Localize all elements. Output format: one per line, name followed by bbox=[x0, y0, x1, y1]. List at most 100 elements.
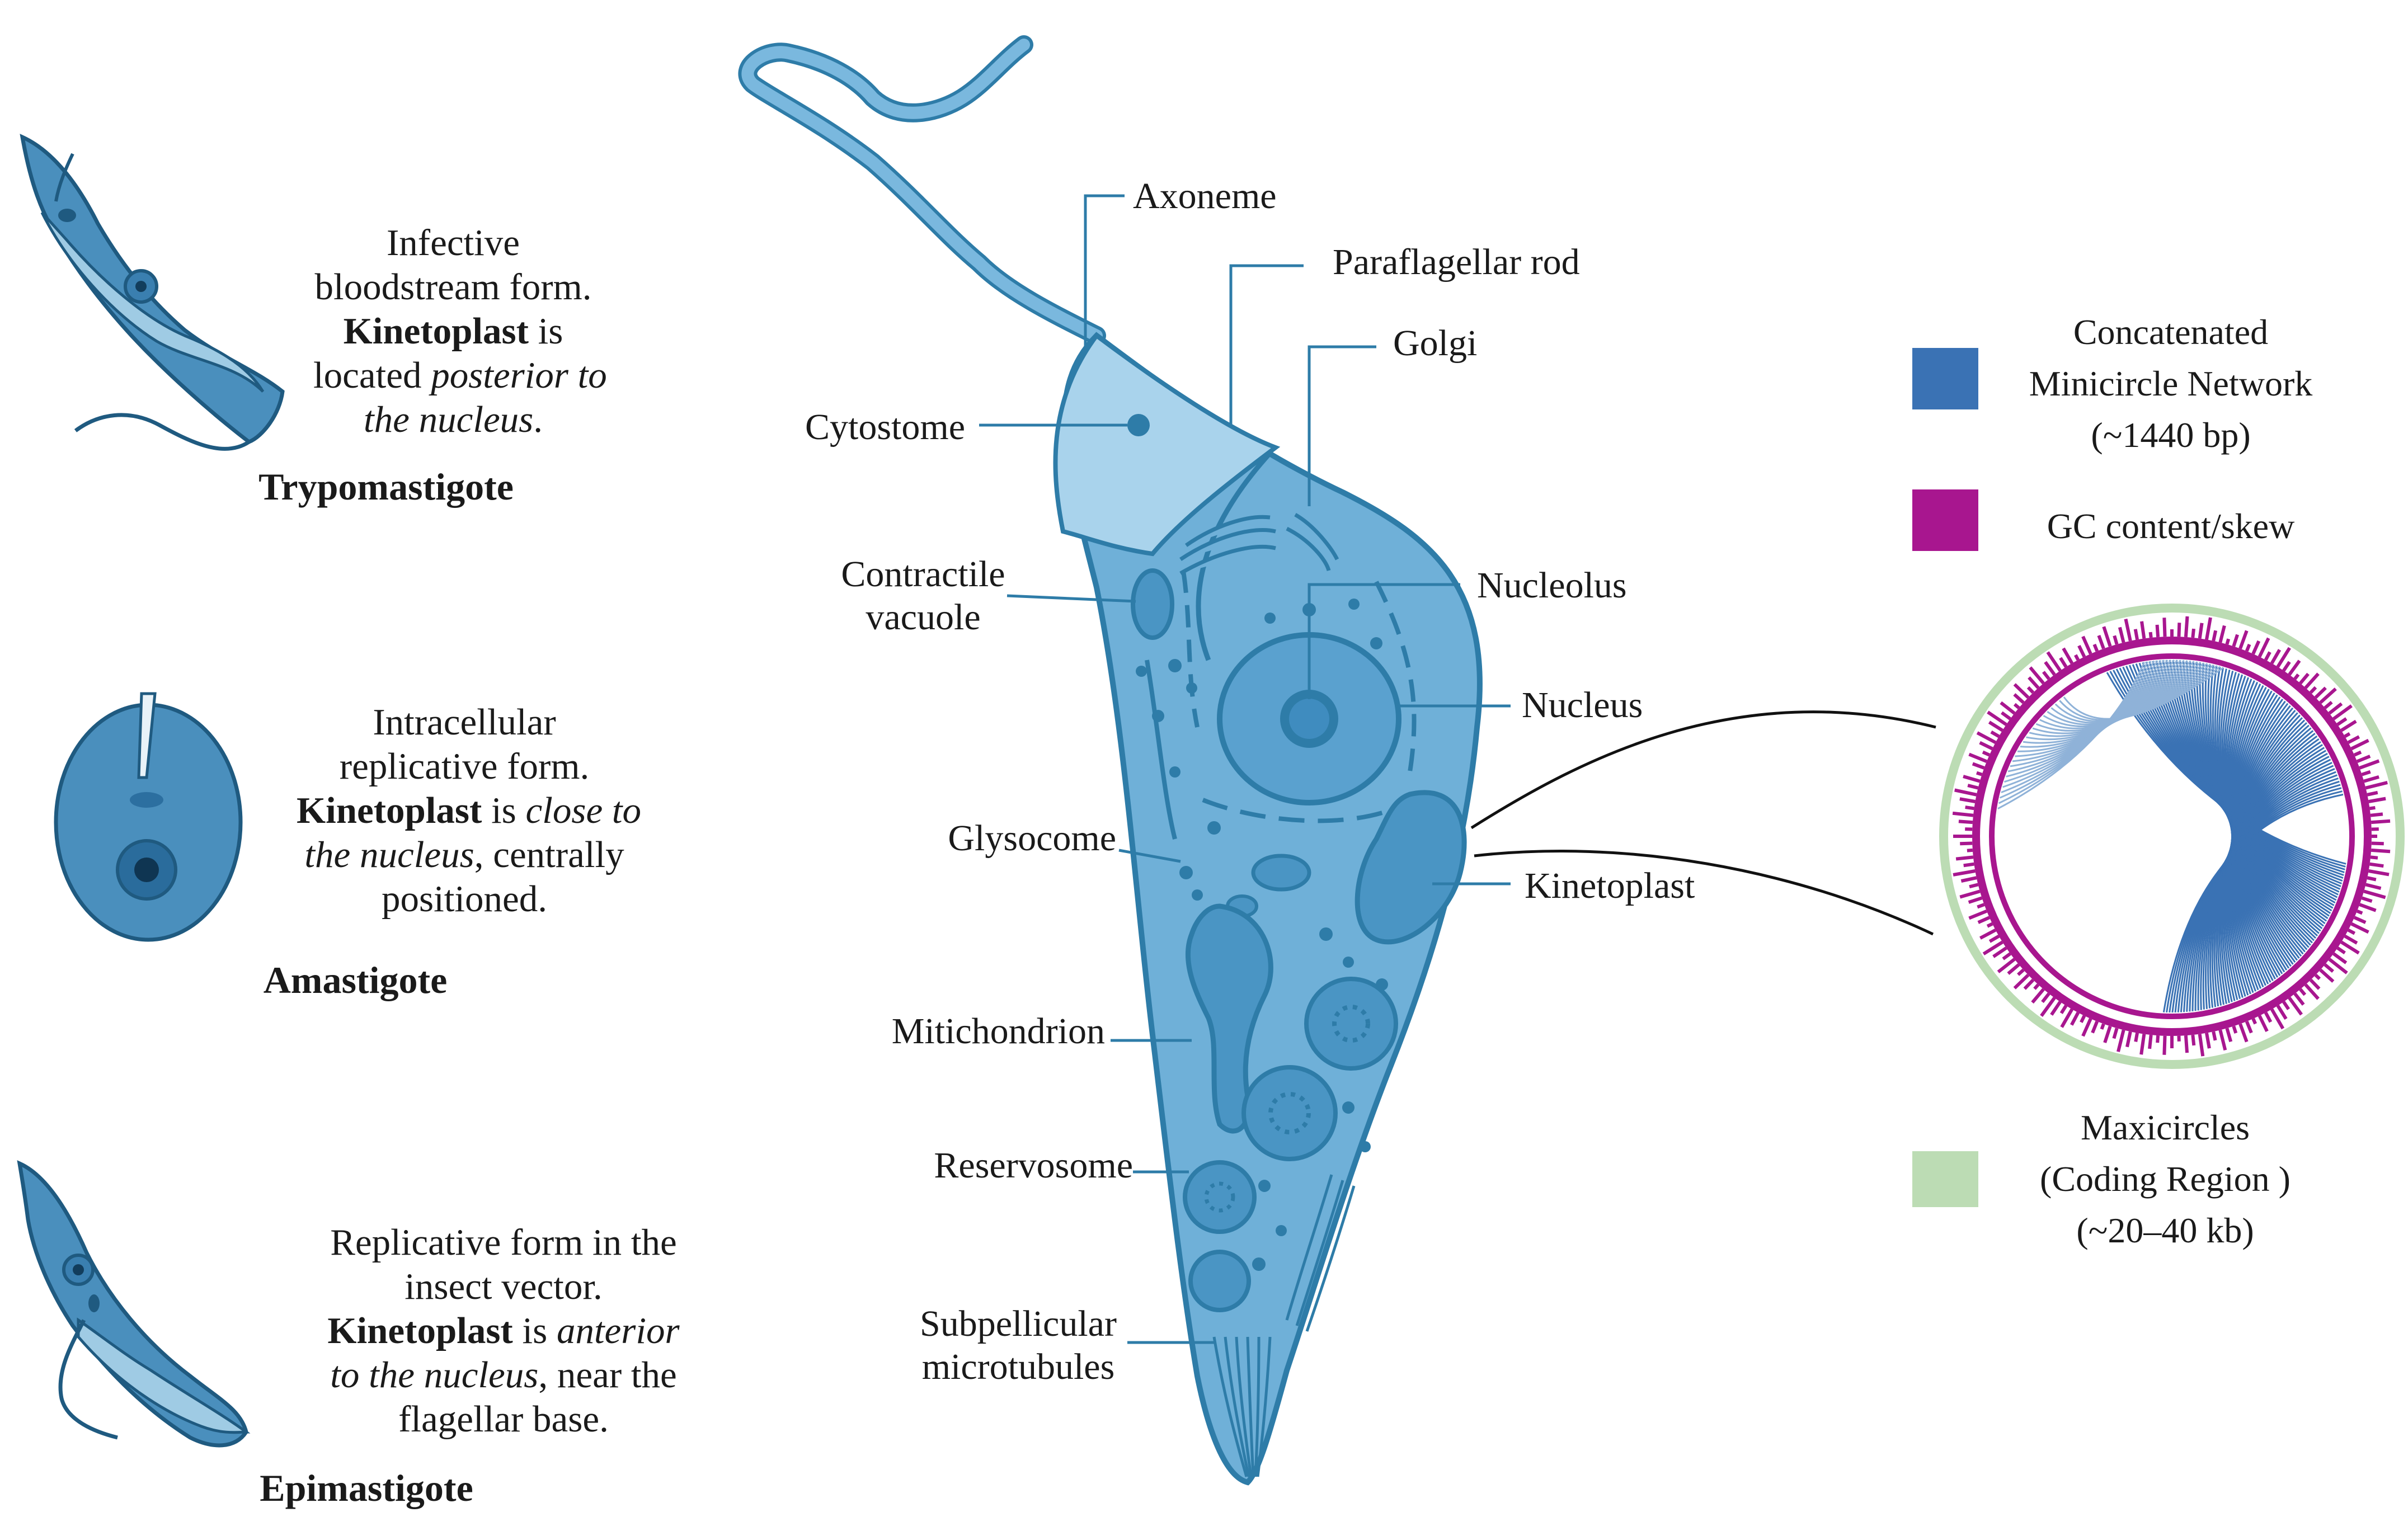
gc-spike bbox=[1977, 903, 1985, 909]
gc-spike bbox=[1977, 916, 1991, 924]
gc-spike bbox=[2309, 686, 2317, 694]
leader-lines bbox=[979, 194, 1511, 1344]
gc-spike bbox=[2218, 625, 2226, 643]
gc-spike bbox=[2288, 997, 2303, 1016]
description-line: Kinetoplast is bbox=[313, 309, 593, 354]
gc-spike bbox=[1988, 720, 2003, 732]
gc-spike bbox=[2017, 968, 2025, 976]
gc-spike bbox=[2148, 1034, 2153, 1049]
gc-spike bbox=[2359, 759, 2380, 770]
label-subpellicular-2: microtubules bbox=[922, 1346, 1115, 1387]
gc-spike bbox=[1976, 731, 1997, 745]
gc-spike bbox=[2332, 952, 2348, 964]
description-text: Infective bbox=[386, 222, 520, 263]
gc-spike bbox=[2212, 1031, 2217, 1041]
description-line: the nucleus, centrally bbox=[297, 833, 632, 877]
gc-spike bbox=[2097, 635, 2105, 649]
gc-spike bbox=[2023, 978, 2035, 990]
description-line: replicative form. bbox=[297, 745, 632, 789]
gc-spike bbox=[1960, 876, 1977, 883]
gc-spike bbox=[2033, 983, 2040, 990]
gc-spike bbox=[2118, 626, 2125, 643]
minicircle-strand bbox=[2162, 793, 2344, 1012]
gc-spike bbox=[1955, 855, 1974, 861]
gc-spike bbox=[2080, 1015, 2086, 1023]
kdna-network-circle bbox=[1939, 604, 2405, 1069]
gc-spike bbox=[2314, 686, 2327, 699]
gc-spike bbox=[2270, 1008, 2285, 1030]
gc-spike bbox=[2276, 1005, 2288, 1020]
gc-spike bbox=[2309, 978, 2321, 990]
gc-spike bbox=[2212, 630, 2218, 642]
legend-maxicircle-line-3: (~20–40 kb) bbox=[2076, 1210, 2254, 1250]
epimastigote-illustration bbox=[17, 1160, 251, 1448]
label-subpellicular-1: Subpellicular bbox=[920, 1303, 1117, 1344]
description-text: is bbox=[512, 1310, 557, 1351]
gc-spike bbox=[2264, 651, 2271, 661]
gc-spike bbox=[2225, 638, 2231, 645]
gc-spike bbox=[2028, 676, 2040, 689]
gc-spike bbox=[2140, 621, 2146, 639]
gc-spike bbox=[2370, 855, 2378, 860]
gc-spike bbox=[2363, 889, 2386, 899]
gc-spike bbox=[1982, 940, 2003, 955]
description-text: close to bbox=[525, 790, 642, 831]
description-text: . bbox=[533, 399, 543, 440]
gc-spike bbox=[2013, 683, 2030, 699]
gc-spike bbox=[2184, 1035, 2189, 1053]
cell-illustration bbox=[738, 35, 1483, 1486]
gc-spike bbox=[2340, 940, 2360, 955]
gc-spike bbox=[2282, 1001, 2291, 1010]
description-text: replicative form. bbox=[339, 746, 590, 787]
stage-name-epimastigote: Epimastigote bbox=[260, 1467, 473, 1509]
gc-spike bbox=[2340, 719, 2357, 732]
gc-spike bbox=[2350, 922, 2369, 934]
legend-text-maxicircle: Maxicircles (Coding Region ) (~20–40 kb) bbox=[1986, 1102, 2344, 1256]
gc-spike bbox=[2314, 973, 2321, 981]
gc-spike bbox=[2046, 651, 2062, 672]
description-line: the nucleus. bbox=[313, 398, 593, 442]
label-contractile-vacuole-1: Contractile bbox=[841, 554, 1005, 595]
gc-spike bbox=[2059, 657, 2068, 668]
description-line: to the nucleus, near the bbox=[297, 1353, 711, 1397]
gc-spike bbox=[2344, 732, 2351, 738]
gc-spike bbox=[1986, 922, 1993, 928]
gc-spike bbox=[2060, 1008, 2074, 1028]
gc-spike bbox=[2299, 988, 2307, 996]
gc-spike bbox=[2368, 797, 2386, 803]
gc-spike bbox=[2238, 630, 2249, 649]
gc-spike bbox=[2361, 896, 2373, 903]
description-text: Intracellular bbox=[373, 701, 556, 743]
minicircle-strand bbox=[2063, 667, 2224, 720]
gc-spike bbox=[2232, 1025, 2238, 1034]
gc-spike bbox=[1965, 805, 1974, 811]
gc-spike bbox=[2124, 619, 2132, 642]
gc-spike bbox=[2026, 686, 2035, 694]
gc-spike bbox=[2002, 952, 2011, 960]
gc-spike bbox=[2070, 1011, 2080, 1026]
gc-spike bbox=[2191, 1034, 2196, 1046]
label-mitichondrion: Mitichondrion bbox=[892, 1011, 1105, 1052]
structure-labels: Axoneme Paraflagellar rod Golgi Cytostom… bbox=[805, 176, 1695, 1387]
gc-spike bbox=[2367, 790, 2378, 797]
legend-minicircle-line-2: Minicircle Network bbox=[2029, 364, 2313, 403]
description-text: located bbox=[313, 355, 431, 396]
gc-spike bbox=[2276, 647, 2291, 668]
gc-spike bbox=[1963, 862, 1974, 868]
label-contractile-vacuole-2: vacuole bbox=[866, 597, 980, 638]
description-text: the nucleus bbox=[304, 834, 474, 875]
gc-spike bbox=[1960, 841, 1973, 846]
description-line: Kinetoplast is close to bbox=[297, 789, 641, 833]
gc-spike bbox=[2356, 909, 2363, 915]
description-text: positioned. bbox=[382, 878, 547, 920]
gc-spike bbox=[2293, 992, 2305, 1006]
description-line: Infective bbox=[313, 221, 593, 265]
gc-spike bbox=[2103, 1025, 2112, 1043]
gc-spike bbox=[2356, 755, 2371, 764]
gc-spike bbox=[1990, 730, 2000, 738]
legend-text-gc: GC content/skew bbox=[1992, 501, 2350, 552]
description-text: , centrally bbox=[474, 834, 624, 875]
gc-spike bbox=[2155, 624, 2160, 638]
